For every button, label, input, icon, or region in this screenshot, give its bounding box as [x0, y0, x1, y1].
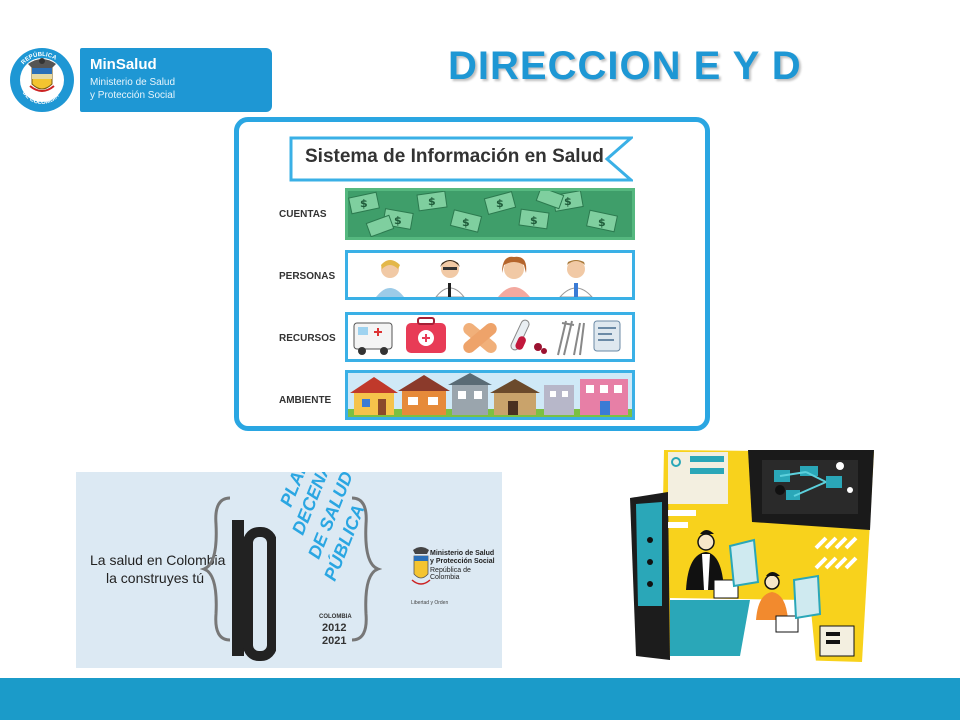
house-icon	[448, 373, 492, 415]
colombia-seal-icon: REPÚBLICA DE COLOMBIA	[10, 48, 74, 112]
row-label-personas: PERSONAS	[279, 271, 336, 282]
row-label-ambiente: AMBIENTE	[279, 395, 332, 406]
plan-year-start: 2012	[322, 622, 347, 634]
row-ambiente	[345, 370, 635, 420]
row-label-cuentas: CUENTAS	[279, 209, 327, 220]
crutches-icon	[557, 320, 585, 356]
right-brace-icon	[351, 496, 382, 642]
sis-banner-title: Sistema de Información en Salud	[305, 146, 604, 167]
plan-ministry-line2: y Protección Social	[430, 558, 495, 565]
people-illustration	[376, 256, 593, 297]
minsalud-logo: REPÚBLICA DE COLOMBIA MinSalud Ministeri…	[8, 46, 272, 114]
iv-bag-icon	[593, 320, 621, 352]
sis-panel: Sistema de Información en Salud CUENTAS …	[234, 117, 710, 431]
footer-bar	[0, 678, 960, 720]
person-icon	[498, 256, 530, 297]
slide-title: DIRECCION E Y D	[448, 44, 802, 88]
person-icon	[376, 260, 404, 297]
logo-brand: MinSalud	[90, 56, 157, 73]
svg-text:$: $	[598, 216, 606, 229]
first-aid-kit-icon	[406, 317, 446, 353]
plan-year-end: 2021	[322, 635, 347, 647]
person-icon	[435, 260, 465, 297]
minsalud-logo-box: MinSalud Ministerio de Salud y Protecció…	[80, 48, 272, 112]
svg-text:$: $	[496, 197, 504, 210]
house-icon	[580, 379, 628, 415]
house-icon	[350, 377, 398, 415]
colombia-coat-of-arms-icon	[411, 547, 431, 585]
slogan-line2: la construyes tú	[106, 570, 205, 586]
ambulance-icon	[353, 322, 393, 355]
svg-text:$: $	[394, 214, 402, 227]
plan-motto: Libertad y Orden	[411, 600, 449, 606]
sis-banner-ribbon	[289, 136, 633, 182]
row-recursos	[345, 312, 635, 362]
logo-line2: y Protección Social	[90, 90, 176, 101]
house-icon	[398, 375, 450, 415]
computer-workers-icon	[630, 450, 874, 662]
person-icon	[559, 260, 593, 297]
plan-ministry-line1: Ministerio de Salud	[430, 550, 495, 557]
plan-country: COLOMBIA	[319, 614, 352, 620]
plan-decenal-banner: La salud en Colombia la construyes tú PL…	[76, 472, 502, 668]
row-cuentas: $ $ $ $ $ $ $ $	[345, 188, 635, 240]
number-ten-graphic	[232, 520, 276, 661]
row-personas	[345, 250, 635, 300]
money-pattern-icon: $ $ $ $ $ $ $ $	[348, 191, 618, 237]
plan-ministry-line3: República de Colombia	[430, 567, 471, 581]
slogan-line1: La salud en Colombia	[90, 552, 226, 568]
test-tube-icon	[510, 319, 547, 354]
svg-text:$: $	[530, 214, 538, 227]
svg-text:$: $	[462, 216, 470, 229]
svg-text:$: $	[564, 195, 572, 208]
left-brace-icon	[200, 496, 231, 642]
svg-text:$: $	[428, 195, 436, 208]
row-label-recursos: RECURSOS	[279, 333, 336, 344]
house-icon	[544, 385, 574, 415]
house-icon	[490, 379, 540, 415]
logo-line1: Ministerio de Salud	[90, 77, 176, 88]
bandage-icon	[463, 323, 497, 353]
svg-text:$: $	[360, 197, 368, 210]
